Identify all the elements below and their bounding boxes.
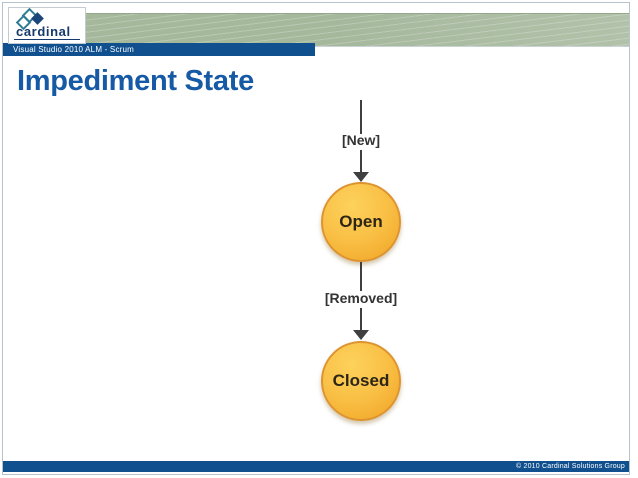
transition-line-removed bbox=[360, 308, 362, 331]
transition-line-new bbox=[360, 150, 362, 173]
state-closed: Closed bbox=[321, 341, 401, 421]
logo-underline bbox=[14, 39, 80, 40]
page-title: Impediment State bbox=[17, 65, 254, 97]
transition-label-new: [New] bbox=[341, 132, 381, 148]
subtitle-bar: Visual Studio 2010 ALM - Scrum bbox=[3, 43, 315, 56]
copyright-text: © 2010 Cardinal Solutions Group bbox=[515, 463, 625, 470]
state-open: Open bbox=[321, 182, 401, 262]
header-divider bbox=[315, 46, 629, 47]
slide: cardinal Visual Studio 2010 ALM - Scrum … bbox=[2, 2, 630, 475]
logo-text: cardinal bbox=[16, 24, 71, 39]
arrowhead-icon bbox=[353, 172, 369, 182]
cardinal-logo: cardinal bbox=[8, 7, 86, 44]
header-banner bbox=[83, 13, 629, 47]
arrowhead-icon bbox=[353, 330, 369, 340]
transition-label-removed: [Removed] bbox=[324, 290, 398, 306]
footer-bar: © 2010 Cardinal Solutions Group bbox=[3, 461, 629, 472]
transition-line-removed bbox=[360, 262, 362, 291]
transition-line-new bbox=[360, 100, 362, 134]
